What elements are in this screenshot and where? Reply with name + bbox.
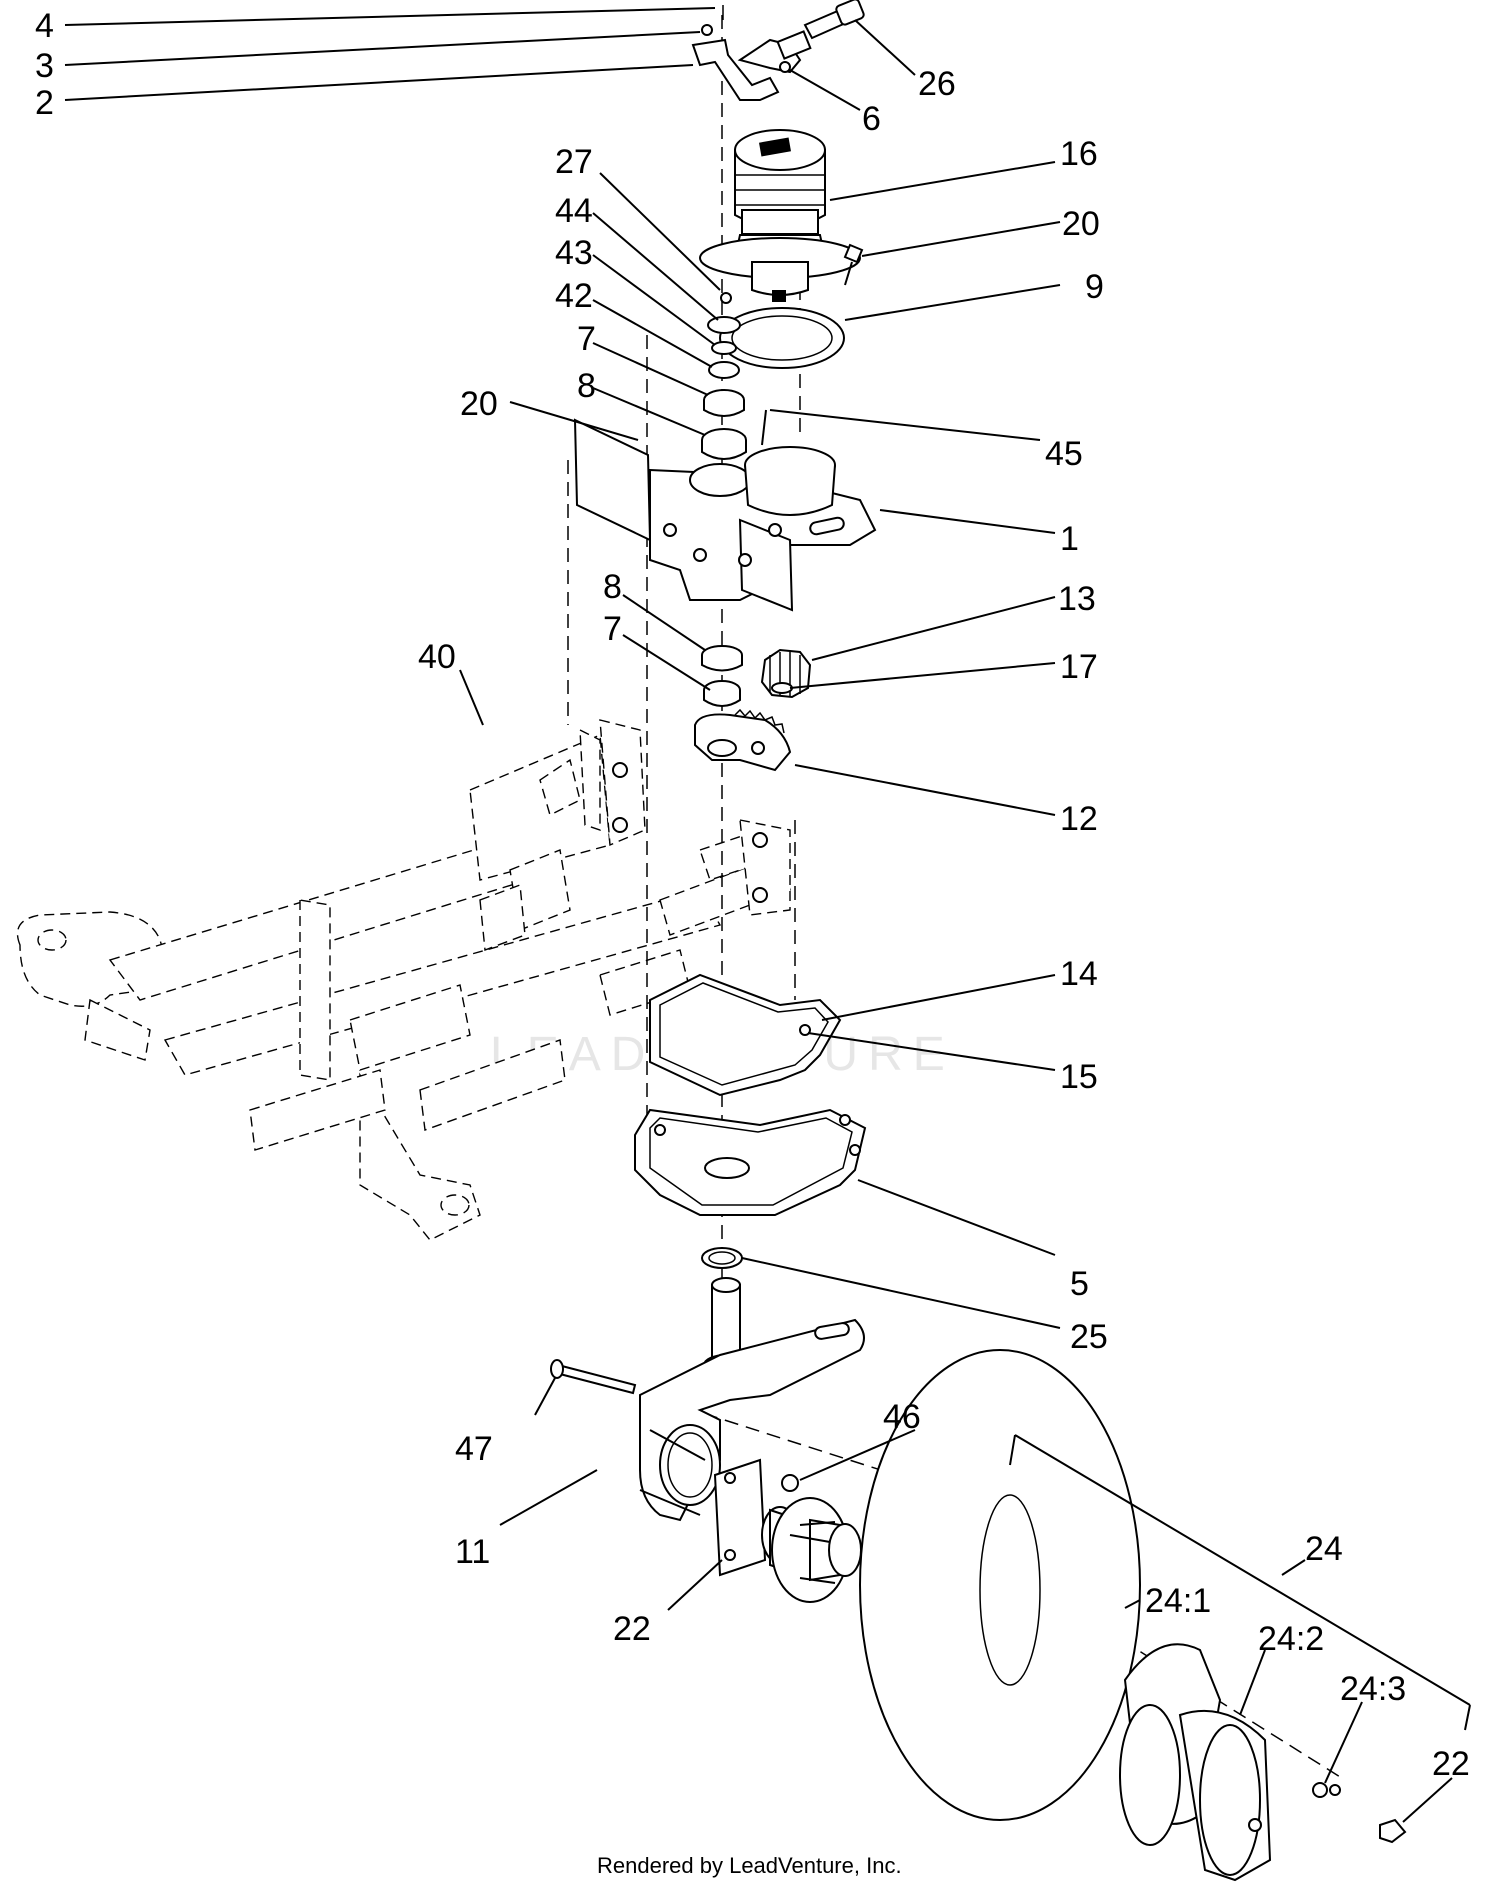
callout-24-3: 24:3 bbox=[1340, 1670, 1406, 1708]
callout-8-lower: 8 bbox=[603, 568, 622, 606]
callout-17: 17 bbox=[1060, 648, 1098, 686]
leader-lines bbox=[64, 7, 1453, 1823]
gasket-and-cover bbox=[634, 973, 867, 1216]
callout-42: 42 bbox=[555, 277, 593, 315]
callout-22-nut: 22 bbox=[1432, 1745, 1470, 1783]
callout-24: 24 bbox=[1305, 1530, 1343, 1568]
callout-8-upper: 8 bbox=[577, 367, 596, 405]
callout-45: 45 bbox=[1045, 435, 1083, 473]
callout-7-upper: 7 bbox=[577, 320, 596, 358]
callout-2: 2 bbox=[35, 84, 54, 122]
callout-6: 6 bbox=[862, 100, 881, 138]
callout-44: 44 bbox=[555, 192, 593, 230]
callout-24-2: 24:2 bbox=[1258, 1620, 1324, 1658]
callout-25: 25 bbox=[1070, 1318, 1108, 1356]
callout-40: 40 bbox=[418, 638, 456, 676]
caster-spindle bbox=[550, 1277, 865, 1522]
steering-housing bbox=[573, 418, 877, 612]
callout-11: 11 bbox=[455, 1533, 490, 1571]
bearing-stack bbox=[701, 292, 767, 460]
o-ring-9 bbox=[719, 307, 845, 369]
callout-labels: 4 3 2 26 6 16 27 44 20 43 9 42 7 8 20 45… bbox=[35, 7, 1470, 1783]
wheel-hub bbox=[713, 1458, 862, 1603]
callout-20-left: 20 bbox=[460, 385, 498, 423]
footer-credit: Rendered by LeadVenture, Inc. bbox=[597, 1853, 902, 1878]
callout-27: 27 bbox=[555, 143, 593, 181]
callout-3: 3 bbox=[35, 47, 54, 85]
callout-24-1: 24:1 bbox=[1145, 1582, 1211, 1620]
callout-14: 14 bbox=[1060, 955, 1098, 993]
sensor-bracket bbox=[691, 0, 865, 101]
callout-12: 12 bbox=[1060, 800, 1098, 838]
sector-gear bbox=[694, 708, 792, 772]
steering-motor bbox=[699, 129, 864, 302]
callout-15: 15 bbox=[1060, 1058, 1098, 1096]
callout-47: 47 bbox=[455, 1430, 493, 1468]
callout-22-hub: 22 bbox=[613, 1610, 651, 1648]
callout-26: 26 bbox=[918, 65, 956, 103]
callout-46: 46 bbox=[883, 1398, 921, 1436]
seal-25 bbox=[701, 1247, 743, 1269]
callout-16: 16 bbox=[1060, 135, 1098, 173]
callout-4: 4 bbox=[35, 7, 54, 45]
callout-20-top: 20 bbox=[1062, 205, 1100, 243]
lower-bearing-and-gear bbox=[701, 645, 812, 707]
callout-43: 43 bbox=[555, 234, 593, 272]
callout-13: 13 bbox=[1058, 580, 1096, 618]
wheel-assembly bbox=[859, 1349, 1471, 1882]
callout-5: 5 bbox=[1070, 1265, 1089, 1303]
callout-1: 1 bbox=[1060, 520, 1079, 558]
frame-assembly bbox=[16, 719, 791, 1241]
callout-7-lower: 7 bbox=[603, 610, 622, 648]
callout-9: 9 bbox=[1085, 268, 1104, 306]
